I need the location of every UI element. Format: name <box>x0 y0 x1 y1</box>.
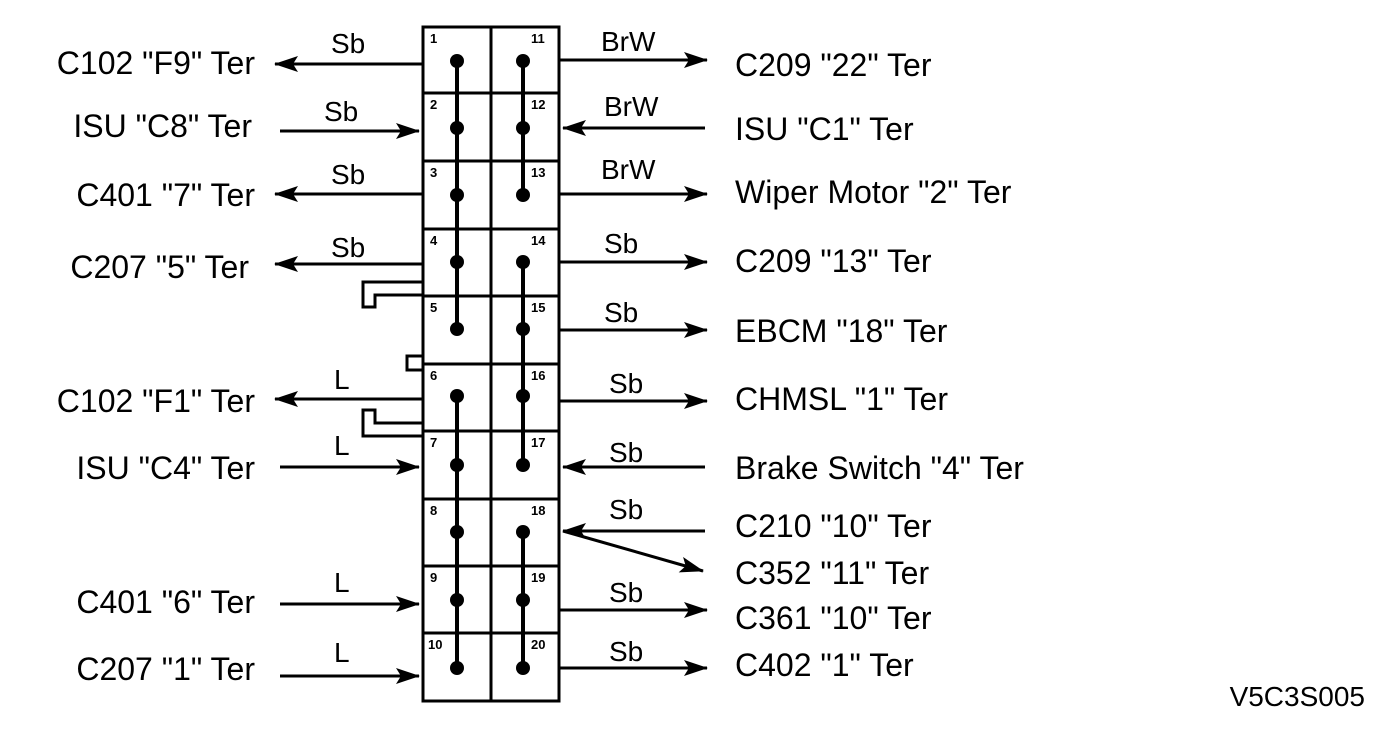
wire-color-label: Sb <box>609 368 643 399</box>
terminal-label: Brake Switch "4" Ter <box>735 450 1024 486</box>
connector-block <box>421 25 561 703</box>
wire-color-label: BrW <box>601 154 656 185</box>
right-wires <box>559 52 708 676</box>
wire-color-label: L <box>334 430 350 461</box>
cell-number: 3 <box>430 165 437 180</box>
cell-number: 16 <box>531 368 545 383</box>
terminal-label: CHMSL "1" Ter <box>735 381 948 417</box>
wire-color-label: Sb <box>609 577 643 608</box>
cell-number: 13 <box>531 165 545 180</box>
terminal-label: C207 "5" Ter <box>70 249 249 285</box>
cell-number: 8 <box>430 503 437 518</box>
wire-color-label: Sb <box>331 159 365 190</box>
cell-number: 11 <box>531 31 545 46</box>
terminal-label: ISU "C1" Ter <box>735 111 914 147</box>
terminal-dots <box>450 54 530 675</box>
cell-numbers: 1 2 3 4 5 6 7 8 9 10 11 12 13 14 15 16 1… <box>428 31 546 652</box>
cell-number: 15 <box>531 300 545 315</box>
wire-color-label: Sb <box>609 636 643 667</box>
terminal-label: ISU "C4" Ter <box>76 450 255 486</box>
cell-number: 5 <box>430 300 437 315</box>
wire-color-label: L <box>334 567 350 598</box>
right-terminal-labels: C209 "22" Ter ISU "C1" Ter Wiper Motor "… <box>735 47 1024 683</box>
cell-number: 1 <box>430 31 437 46</box>
wire-color-label: L <box>334 364 350 395</box>
terminal-label: C207 "1" Ter <box>76 651 255 687</box>
wire-color-label: Sb <box>331 28 365 59</box>
wire-color-label: BrW <box>604 91 659 122</box>
terminal-label: C401 "7" Ter <box>76 177 255 213</box>
left-wire-color-labels: Sb Sb Sb Sb L L L L <box>324 28 365 668</box>
wire-color-label: Sb <box>604 297 638 328</box>
wire-color-label: Sb <box>604 228 638 259</box>
terminal-label: C209 "13" Ter <box>735 243 932 279</box>
cell-number: 2 <box>430 97 437 112</box>
cell-number: 14 <box>531 233 546 248</box>
wire-color-label: BrW <box>601 26 656 57</box>
wire-color-label: Sb <box>324 96 358 127</box>
cell-number: 6 <box>430 368 437 383</box>
left-wires <box>274 56 423 684</box>
figure-code: V5C3S005 <box>1230 681 1365 712</box>
terminal-label: C209 "22" Ter <box>735 47 932 83</box>
cell-number: 19 <box>531 570 545 585</box>
cell-number: 12 <box>531 97 545 112</box>
cell-number: 20 <box>531 637 545 652</box>
terminal-label: C102 "F1" Ter <box>57 383 256 419</box>
cell-number: 9 <box>430 570 437 585</box>
cell-number: 18 <box>531 503 545 518</box>
terminal-label: C361 "10" Ter <box>735 600 932 636</box>
terminal-label: EBCM "18" Ter <box>735 313 948 349</box>
terminal-label: C210 "10" Ter <box>735 508 932 544</box>
wire-color-label: L <box>334 637 350 668</box>
wire-color-label: Sb <box>609 494 643 525</box>
left-terminal-labels: C102 "F9" Ter ISU "C8" Ter C401 "7" Ter … <box>57 45 256 687</box>
terminal-label: C352 "11" Ter <box>735 555 929 591</box>
terminal-label: ISU "C8" Ter <box>73 108 252 144</box>
cell-number: 7 <box>430 435 437 450</box>
cell-number: 10 <box>428 637 442 652</box>
wire-color-label: Sb <box>331 232 365 263</box>
terminal-label: C102 "F9" Ter <box>57 45 256 81</box>
connector-bracket-shapes <box>361 280 423 438</box>
terminal-label: Wiper Motor "2" Ter <box>735 174 1012 210</box>
cell-number: 4 <box>430 233 438 248</box>
terminal-label: C402 "1" Ter <box>735 647 914 683</box>
terminal-label: C401 "6" Ter <box>76 584 255 620</box>
cell-number: 17 <box>531 435 545 450</box>
right-wire-color-labels: BrW BrW BrW Sb Sb Sb Sb Sb Sb Sb <box>601 26 659 667</box>
wire-color-label: Sb <box>609 437 643 468</box>
